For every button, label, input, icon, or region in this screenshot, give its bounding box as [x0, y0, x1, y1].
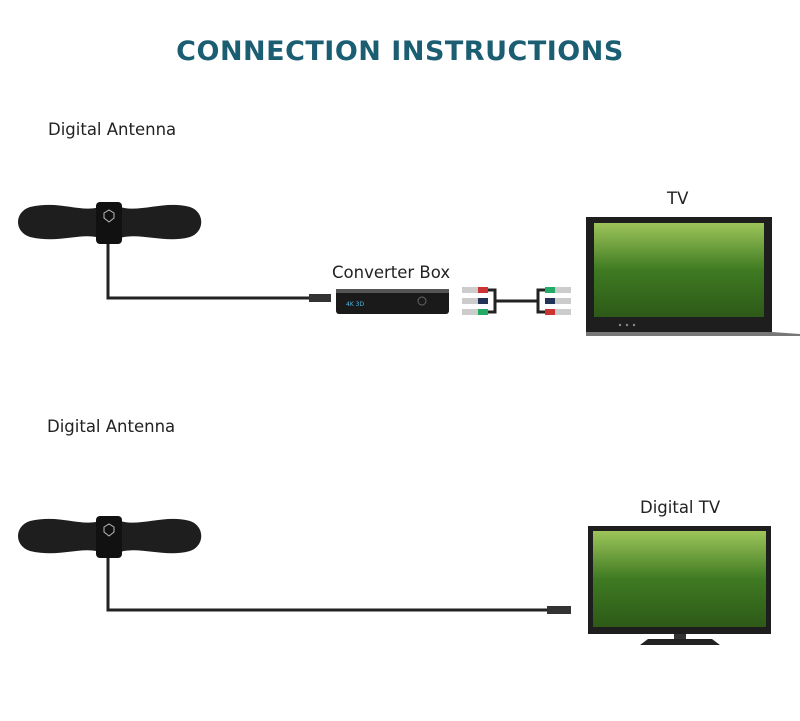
antenna-label-2: Digital Antenna — [47, 417, 176, 436]
page-title: CONNECTION INSTRUCTIONS — [176, 36, 624, 67]
coax-cable-2 — [106, 558, 550, 612]
box-display: 4K 3D — [346, 301, 364, 308]
antenna-label-1: Digital Antenna — [48, 120, 177, 139]
converter-box-label: Converter Box — [332, 263, 451, 282]
antenna-2 — [18, 516, 202, 558]
digital-tv-label: Digital TV — [640, 498, 721, 517]
coax-connector-2 — [547, 606, 571, 614]
component-cable — [462, 287, 571, 315]
digital-tv — [588, 526, 771, 645]
coax-cable-1 — [106, 244, 312, 300]
converter-box: 4K 3D — [336, 289, 449, 314]
tv-label: TV — [667, 189, 689, 208]
coax-connector-1 — [309, 294, 331, 302]
antenna-1 — [18, 202, 202, 244]
tv-1 — [586, 217, 800, 336]
